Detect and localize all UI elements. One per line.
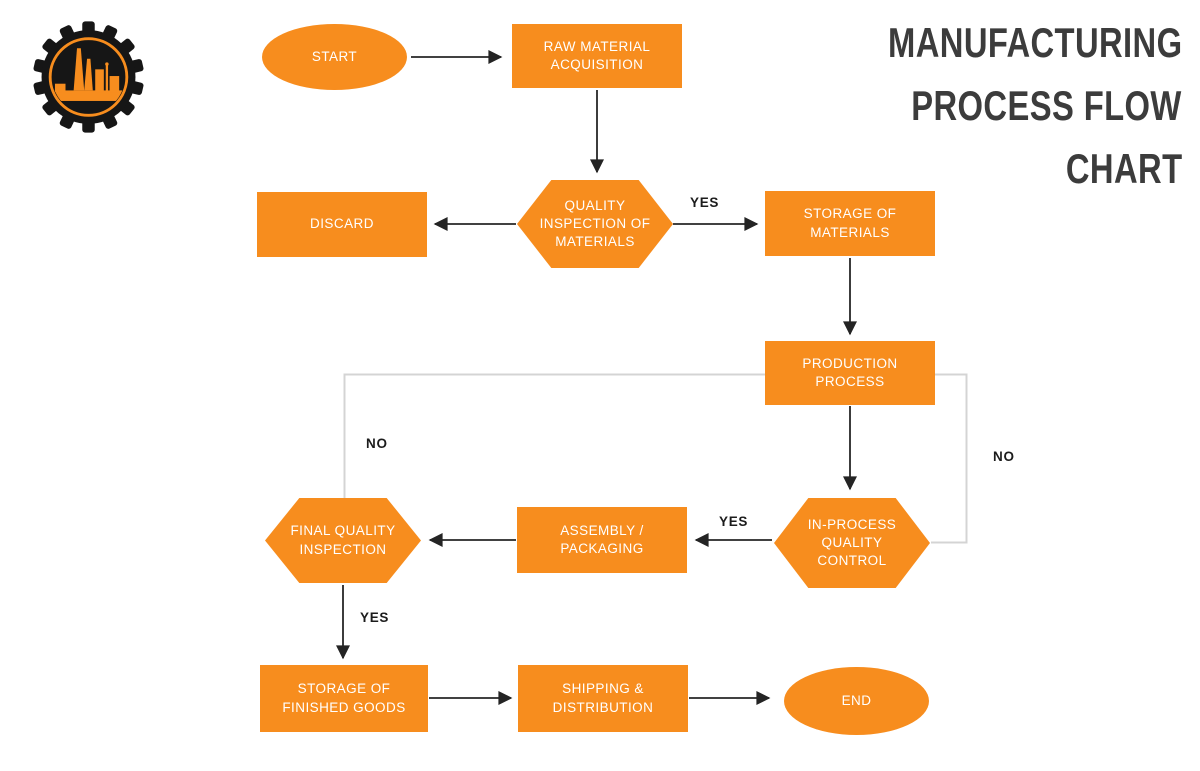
node-end-label: END <box>841 692 872 708</box>
node-discard-label: DISCARD <box>310 216 374 232</box>
node-in-process-quality-control: IN-PROCESS QUALITY CONTROL <box>774 498 930 588</box>
node-storage-of-finished-goods-label: STORAGE OF FINISHED GOODS <box>282 681 406 715</box>
node-discard: DISCARD <box>257 192 427 257</box>
factory-gear-logo <box>31 19 146 135</box>
edge-label-yes-assembly-packaging: YES <box>719 514 749 529</box>
node-assembly-packaging-label: ASSEMBLY / PACKAGING <box>560 522 644 556</box>
node-raw-material-acquisition-label: RAW MATERIAL ACQUISITION <box>543 38 651 72</box>
title-line-2: PROCESS FLOW <box>805 74 1182 137</box>
edge-label-no-in-process-quality-control: NO <box>993 449 1015 464</box>
edge-label-no-final-quality-inspection: NO <box>366 436 388 451</box>
node-end: END <box>784 667 929 735</box>
title-line-1: MANUFACTURING <box>805 11 1182 74</box>
node-final-quality-inspection: FINAL QUALITY INSPECTION <box>265 498 421 583</box>
node-in-process-quality-control-label: IN-PROCESS QUALITY CONTROL <box>807 516 897 569</box>
node-quality-inspection-of-materials: QUALITY INSPECTION OF MATERIALS <box>517 180 673 268</box>
node-production-process: PRODUCTION PROCESS <box>765 341 935 405</box>
node-shipping-distribution-label: SHIPPING & DISTRIBUTION <box>552 681 654 715</box>
factory-gear-icon <box>33 21 144 133</box>
no-loop-line <box>343 373 968 544</box>
node-storage-of-materials: STORAGE OF MATERIALS <box>765 191 935 256</box>
edge-label-yes-storage-of-finished-goods: YES <box>360 610 390 625</box>
node-assembly-packaging: ASSEMBLY / PACKAGING <box>517 507 687 573</box>
node-storage-of-materials-label: STORAGE OF MATERIALS <box>803 206 897 240</box>
node-storage-of-finished-goods: STORAGE OF FINISHED GOODS <box>260 665 428 732</box>
node-quality-inspection-label: QUALITY INSPECTION OF MATERIALS <box>539 197 651 250</box>
node-raw-material-acquisition: RAW MATERIAL ACQUISITION <box>512 24 682 88</box>
node-start-label: START <box>311 48 358 64</box>
node-final-quality-inspection-label: FINAL QUALITY INSPECTION <box>290 523 396 557</box>
title-text-2: PROCESS FLOW <box>911 82 1182 129</box>
node-shipping-distribution: SHIPPING & DISTRIBUTION <box>518 665 688 732</box>
edge-label-yes-storage-of-materials: YES <box>690 195 720 210</box>
title-text-1: MANUFACTURING <box>887 19 1182 66</box>
node-start: START <box>262 24 407 90</box>
title-line-3: CHART <box>805 137 1182 200</box>
title-text-3: CHART <box>1065 145 1182 192</box>
node-production-process-label: PRODUCTION PROCESS <box>802 355 898 389</box>
page-title: MANUFACTURING PROCESS FLOW CHART <box>805 11 1182 200</box>
